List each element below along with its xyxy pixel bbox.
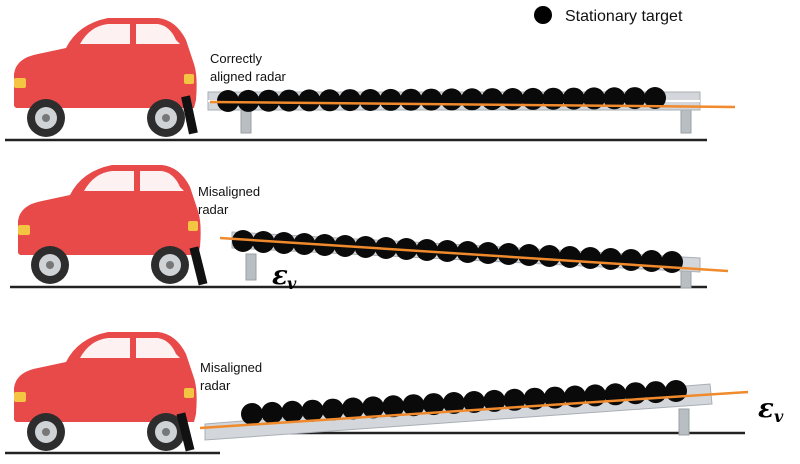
scenario-label-line-1: Correctly	[210, 51, 263, 66]
stationary-target	[640, 250, 663, 272]
stationary-target	[562, 87, 585, 110]
stationary-target	[400, 88, 422, 111]
error-symbol-base: ε	[272, 261, 288, 291]
stationary-target	[440, 88, 463, 111]
radar-beam	[199, 390, 749, 430]
stationary-target	[359, 89, 382, 111]
stationary-target	[620, 249, 643, 271]
stationary-target-legend-icon	[534, 6, 552, 24]
error-symbol: ε v	[758, 394, 784, 426]
stationary-target	[661, 251, 683, 273]
stationary-target	[402, 394, 425, 417]
scenario-aligned: Correctly aligned radar	[5, 18, 736, 142]
stationary-target	[518, 244, 540, 266]
scenario-label-line-2: radar	[198, 202, 229, 217]
stationary-target	[420, 88, 443, 111]
stationary-target	[497, 243, 520, 265]
target-row	[241, 380, 687, 425]
stationary-target	[477, 242, 500, 264]
stationary-target	[583, 87, 605, 110]
stationary-target	[558, 246, 581, 268]
car	[14, 18, 197, 137]
stationary-target	[339, 89, 361, 112]
stationary-target	[278, 89, 300, 112]
stationary-target	[603, 87, 626, 110]
radar-beam	[219, 236, 729, 273]
car	[18, 165, 201, 284]
stationary-target	[522, 87, 544, 110]
scenario-label-line-2: radar	[200, 378, 231, 393]
stationary-target	[599, 248, 622, 270]
error-symbol-subscript: v	[774, 407, 784, 426]
error-symbol-subscript: v	[287, 274, 297, 293]
stationary-target	[538, 245, 561, 267]
stationary-target	[342, 397, 364, 420]
stationary-target	[379, 88, 402, 111]
legend-label: Stationary target	[565, 8, 683, 25]
stationary-target	[481, 88, 504, 111]
stationary-target	[442, 392, 465, 414]
radar-beam	[209, 100, 736, 109]
stationary-target	[436, 240, 459, 262]
target-row	[217, 87, 666, 112]
stationary-target	[483, 389, 506, 412]
stationary-target	[644, 87, 666, 109]
stationary-target	[281, 400, 304, 423]
stationary-target	[623, 87, 646, 110]
scenario-label-line-1: Misaligned	[200, 360, 262, 375]
radar-sensor	[176, 412, 195, 452]
stationary-target	[461, 88, 483, 111]
stationary-target	[362, 396, 385, 419]
scenario-label-line-1: Misaligned	[198, 184, 260, 199]
stationary-target	[237, 89, 260, 112]
stationary-target	[301, 399, 324, 422]
stationary-target	[257, 89, 280, 112]
stationary-target	[241, 403, 263, 425]
scenario-misaligned-up: ε v Misaligned radar	[5, 332, 784, 455]
stationary-target	[523, 387, 546, 410]
legend: Stationary target	[534, 6, 683, 25]
stationary-target	[321, 398, 344, 421]
scenario-misaligned-down: ε v Misaligned radar	[10, 165, 729, 293]
stationary-target	[501, 88, 524, 110]
stationary-target	[415, 239, 438, 261]
scenario-label-line-2: aligned radar	[210, 69, 287, 84]
target-row	[232, 230, 683, 273]
stationary-target	[503, 388, 526, 411]
stationary-target	[463, 391, 486, 413]
stationary-target	[298, 89, 321, 112]
stationary-target	[318, 89, 341, 112]
error-symbol-base: ε	[758, 394, 774, 424]
error-symbol: ε v	[272, 261, 297, 293]
stationary-target	[456, 241, 479, 263]
stationary-target	[422, 393, 445, 416]
stationary-target	[261, 401, 284, 424]
car	[14, 332, 197, 451]
radar-sensor	[181, 95, 198, 135]
stationary-target	[382, 395, 405, 418]
stationary-target	[232, 230, 254, 252]
stationary-target	[665, 380, 687, 402]
stationary-target	[579, 247, 602, 269]
radar-sensor	[189, 246, 208, 286]
